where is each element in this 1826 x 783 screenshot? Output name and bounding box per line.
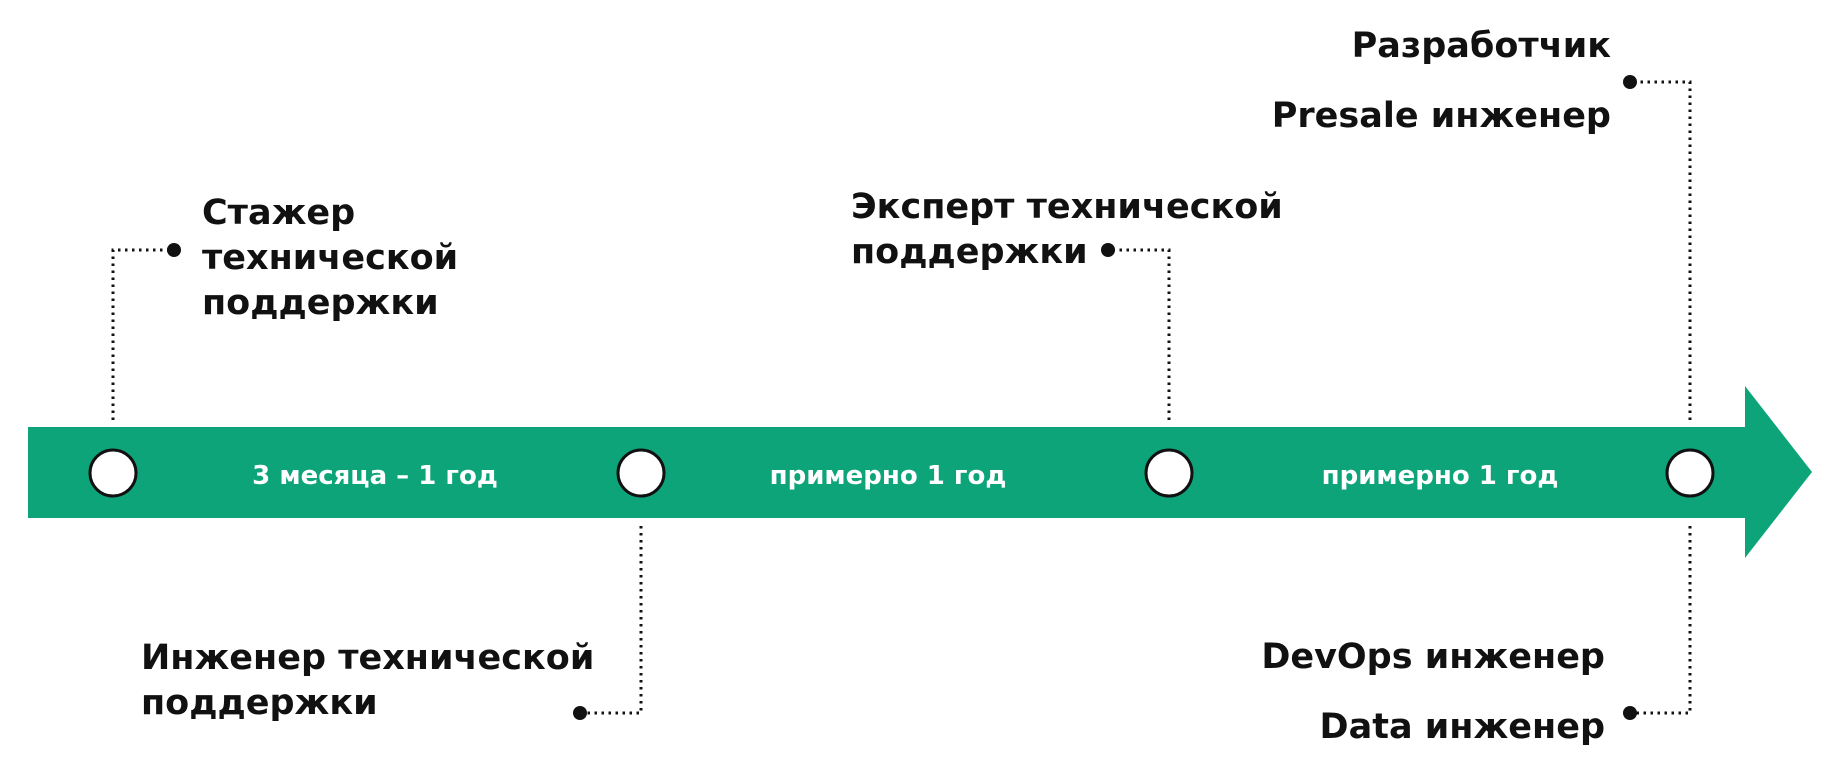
connector-stage3	[1108, 248, 1171, 420]
role-line: поддержки	[202, 283, 439, 323]
role-line: Эксперт технической	[851, 187, 1283, 227]
timeline-node-4	[1665, 448, 1715, 498]
connector-end-dot	[1101, 243, 1115, 257]
role-line: технической	[202, 238, 459, 278]
period-label: 3 месяца – 1 год	[252, 461, 498, 491]
role-line: Стажер	[202, 193, 356, 233]
role-line: поддержки	[851, 232, 1088, 272]
role-option: DevOps инженер	[1261, 637, 1605, 677]
period-label: примерно 1 год	[769, 461, 1007, 491]
role-stage4-top: Разработчик Presale инженер	[1272, 24, 1611, 139]
role-line: поддержки	[141, 683, 378, 723]
timeline-arrow	[28, 386, 1812, 558]
connector-stage4-bottom	[1630, 526, 1692, 715]
role-option: Presale инженер	[1271, 96, 1611, 136]
period-label: примерно 1 год	[1321, 461, 1559, 491]
timeline-node-1	[88, 448, 138, 498]
role-stage2: Инженер технической поддержки	[141, 636, 594, 726]
connector-end-dot	[1623, 706, 1637, 720]
connector-stage1	[111, 248, 174, 420]
timeline-node-2	[616, 448, 666, 498]
connector-end-dot	[573, 706, 587, 720]
role-line: Инженер технической	[141, 638, 595, 678]
connector-stage4-top	[1630, 80, 1692, 420]
connector-end-dot	[167, 243, 181, 257]
connector-end-dot	[1623, 75, 1637, 89]
role-stage1: Стажер технической поддержки	[202, 191, 458, 326]
role-stage4-bottom: DevOps инженер Data инженер	[1261, 635, 1605, 750]
role-stage3: Эксперт технической поддержки	[851, 185, 1283, 275]
role-option: Data инженер	[1319, 707, 1605, 747]
timeline-node-3	[1144, 448, 1194, 498]
role-option: Разработчик	[1351, 26, 1611, 66]
